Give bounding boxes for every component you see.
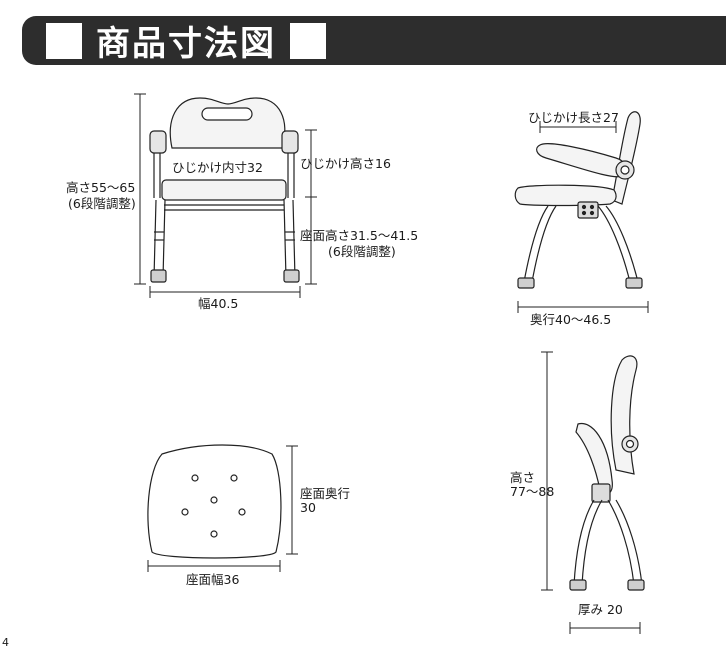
- depth-label: 奥行40～46.5: [530, 312, 612, 327]
- folded-view-chair: [569, 355, 645, 591]
- side-view-dimensions: [517, 121, 649, 313]
- seat-top-view: [147, 444, 282, 559]
- front-height-label: 高さ55～65: [66, 180, 136, 195]
- front-width-label: 幅40.5: [198, 296, 239, 311]
- armrest-inner-label: ひじかけ内寸32: [172, 160, 263, 175]
- title-group: 商品寸法図: [46, 16, 326, 65]
- seat-height-steps-label: (6段階調整): [328, 244, 396, 259]
- folded-dimensions: [541, 351, 641, 634]
- page-number: 4: [2, 636, 9, 649]
- armrest-height-label: ひじかけ高さ16: [300, 156, 391, 171]
- header-bar: [22, 16, 726, 65]
- front-height-steps-label: (6段階調整): [68, 196, 136, 211]
- seat-height-label: 座面高さ31.5～41.5: [300, 228, 419, 243]
- page-title: 商品寸法図: [96, 24, 276, 64]
- folded-height-value: 77～88: [510, 484, 555, 499]
- title-square-right: [290, 22, 326, 59]
- armrest-length-label: ひじかけ長さ27: [528, 110, 619, 125]
- seat-depth-value: 30: [300, 500, 316, 515]
- title-square-left: [46, 22, 82, 59]
- seat-dimensions: [147, 445, 298, 572]
- thickness-label: 厚み 20: [578, 602, 623, 617]
- section-header: 商品寸法図: [0, 0, 726, 72]
- front-view-dimensions: [134, 93, 317, 298]
- front-view-chair: [149, 97, 300, 283]
- side-view-chair: [514, 111, 643, 289]
- folded-height-label: 高さ: [510, 470, 536, 485]
- seat-depth-label: 座面奥行: [300, 486, 351, 501]
- seat-width-label: 座面幅36: [186, 572, 240, 587]
